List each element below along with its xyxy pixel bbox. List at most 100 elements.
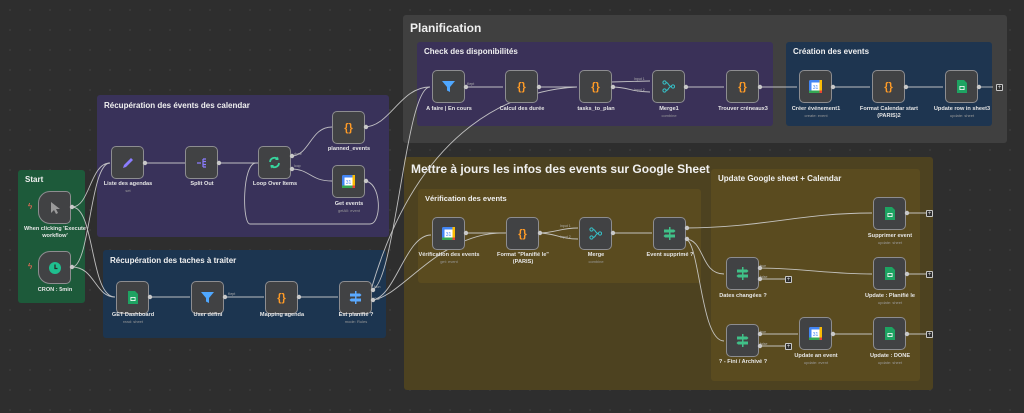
port-label-false: false: [760, 342, 768, 346]
node-update-planifie-le[interactable]: [873, 257, 906, 290]
node-fini-archive[interactable]: [726, 324, 759, 357]
output-port: [69, 264, 75, 270]
edge: [684, 238, 725, 275]
sticky-title: Check des disponibilités: [424, 47, 518, 56]
node-loop-over-items[interactable]: [258, 146, 291, 179]
node-update-done[interactable]: [873, 317, 906, 350]
output-port: [370, 287, 376, 293]
trigger-bolt-icon: ϟ: [28, 202, 33, 211]
node-label: Trouver créneaux3: [718, 106, 768, 112]
output-port: [147, 294, 153, 300]
svg-text:31: 31: [446, 232, 452, 238]
add-node-button[interactable]: +: [785, 276, 792, 283]
node-get-dashboard[interactable]: [116, 281, 149, 314]
node-creer-evenement[interactable]: 31: [799, 70, 832, 103]
node-supprimer-event[interactable]: [873, 197, 906, 230]
node-label: When clicking 'Execute workflow': [24, 226, 86, 239]
node-est-planifie[interactable]: [339, 281, 372, 314]
output-port: [536, 84, 542, 90]
node-event-supprime[interactable]: [653, 217, 686, 250]
output-port: [69, 204, 75, 210]
node-label: Format "Planifié le" (PARIS): [497, 252, 549, 265]
edge: [71, 162, 111, 208]
node-label: GET Dashboard: [111, 312, 155, 318]
output-port: [296, 294, 302, 300]
node-planned-events[interactable]: {}: [332, 111, 365, 144]
port-label-input2: Input 2: [560, 235, 571, 239]
edge: [71, 206, 116, 298]
port-label-input1: Input 1: [560, 224, 571, 228]
add-node-button[interactable]: +: [785, 343, 792, 350]
port-label-kept: Kept: [228, 292, 236, 296]
port-label-done: done: [294, 152, 302, 156]
node-label: Update row in sheet3: [933, 106, 991, 112]
output-port: [903, 84, 909, 90]
google-calendar-icon: 31: [809, 80, 822, 93]
node-label: Liste des agendas: [103, 181, 153, 187]
code-braces-icon: {}: [591, 80, 600, 93]
google-sheets-icon: [127, 291, 138, 304]
output-port: [904, 331, 910, 337]
node-label: User défini: [193, 312, 223, 318]
node-label: planned_events: [327, 146, 371, 152]
node-update-an-event[interactable]: 31: [799, 317, 832, 350]
code-braces-icon: {}: [518, 227, 527, 240]
output-port: [830, 331, 836, 337]
port-label-loop: loop: [294, 164, 301, 168]
code-braces-icon: {}: [277, 291, 286, 304]
node-label: Mapping agenda: [259, 312, 305, 318]
node-user-defini[interactable]: [191, 281, 224, 314]
node-subtitle: set: [125, 188, 131, 193]
node-label: Update : Planifié le: [864, 293, 916, 299]
node-update-row-sheet3[interactable]: [945, 70, 978, 103]
node-a-faire[interactable]: [432, 70, 465, 103]
sticky-title: Vérification des events: [425, 194, 507, 203]
google-sheets-icon: [884, 207, 895, 220]
edge: [610, 86, 651, 93]
loop-icon: [269, 156, 280, 169]
sticky-recup-taches[interactable]: Récupération des taches à traiter: [103, 250, 386, 338]
output-port: [684, 236, 690, 242]
switch-icon: [736, 267, 749, 280]
node-mapping-agenda[interactable]: {}: [265, 281, 298, 314]
switch-icon: [663, 227, 676, 240]
output-port: [757, 265, 763, 271]
node-split-out[interactable]: [185, 146, 218, 179]
node-label: Est planifié ?: [338, 312, 374, 318]
add-node-button[interactable]: +: [926, 331, 933, 338]
node-merge1[interactable]: [652, 70, 685, 103]
output-port: [904, 271, 910, 277]
node-verification-events[interactable]: 31: [432, 217, 465, 250]
node-label: Merge1: [659, 106, 679, 112]
output-port: [757, 343, 763, 349]
output-port: [363, 124, 369, 130]
merge-icon: [589, 227, 602, 240]
node-subtitle: mode: Rules: [344, 319, 368, 324]
output-port: [142, 160, 148, 166]
node-subtitle: combine: [661, 113, 677, 118]
node-label: Format Calendar start (PARIS)2: [859, 106, 919, 119]
node-label: Split Out: [190, 181, 214, 187]
cursor-icon: [50, 201, 60, 214]
edge: [370, 234, 432, 301]
output-port: [684, 225, 690, 231]
svg-text:31: 31: [346, 180, 352, 186]
google-calendar-icon: 31: [809, 327, 822, 340]
node-subtitle: update: sheet: [877, 240, 903, 245]
node-label: Dates changées ?: [719, 293, 767, 299]
add-node-button[interactable]: +: [926, 271, 933, 278]
add-node-button[interactable]: +: [996, 84, 1003, 91]
add-node-button[interactable]: +: [926, 210, 933, 217]
pencil-icon: [122, 157, 133, 168]
google-sheets-icon: [884, 267, 895, 280]
output-port: [289, 153, 295, 159]
edge: [756, 267, 873, 275]
node-dates-changees[interactable]: [726, 257, 759, 290]
node-manual-trigger[interactable]: [38, 191, 71, 224]
node-label: Calcul des durée: [499, 106, 545, 112]
clock-icon: [48, 261, 61, 274]
output-port: [904, 210, 910, 216]
google-sheets-icon: [956, 80, 967, 93]
